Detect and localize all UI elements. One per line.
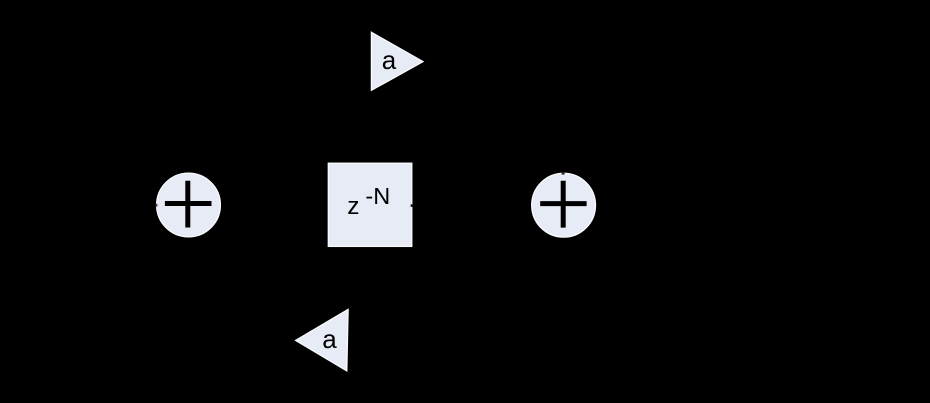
- svg-text:a: a: [322, 324, 337, 354]
- svg-text:-N: -N: [365, 183, 390, 209]
- svg-text:z: z: [347, 193, 359, 220]
- svg-text:a: a: [382, 45, 397, 75]
